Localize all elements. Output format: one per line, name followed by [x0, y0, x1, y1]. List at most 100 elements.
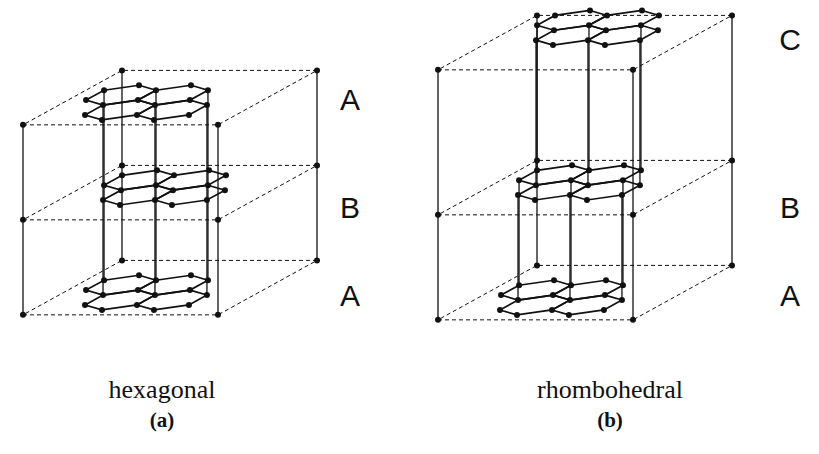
carbon-atom: [20, 217, 26, 223]
carbon-atom: [153, 277, 159, 283]
carbon-atom: [567, 192, 573, 198]
layer-letter: B: [780, 193, 800, 223]
carbon-atom: [498, 292, 504, 298]
carbon-atom: [152, 197, 158, 203]
carbon-atom: [656, 12, 662, 18]
carbon-atom: [222, 187, 228, 193]
carbon-atom: [586, 22, 592, 28]
carbon-atom: [136, 82, 142, 88]
carbon-atom: [119, 67, 125, 73]
carbon-atom: [585, 37, 591, 43]
layer-plane: [438, 265, 732, 319]
carbon-atom: [82, 112, 88, 118]
carbon-atom: [215, 217, 221, 223]
carbon-atom: [619, 297, 625, 303]
carbon-atom: [630, 212, 636, 218]
carbon-atom: [516, 282, 522, 288]
carbon-atom: [638, 167, 644, 173]
carbon-atom: [602, 42, 608, 48]
carbon-atom: [169, 202, 175, 208]
carbon-atom: [119, 172, 125, 178]
frame-edge: [316, 165, 317, 260]
carbon-atom: [534, 157, 540, 163]
layer-plane: [23, 70, 317, 124]
frame-edge: [437, 70, 438, 215]
carbon-atom: [551, 277, 557, 283]
carbon-atom: [188, 272, 194, 278]
carbon-atom: [602, 292, 608, 298]
carbon-atom: [314, 67, 320, 73]
layer-plane: [438, 15, 732, 69]
carbon-atom: [566, 312, 572, 318]
frame-edge: [437, 215, 438, 320]
carbon-atom: [100, 102, 106, 108]
carbon-atom: [170, 187, 176, 193]
carbon-atom: [603, 277, 609, 283]
carbon-atom: [152, 102, 158, 108]
carbon-atom: [549, 307, 555, 313]
rhombohedral-stack: [435, 7, 735, 322]
carbon-atom: [215, 312, 221, 318]
carbon-atom: [621, 162, 627, 168]
carbon-atom: [82, 302, 88, 308]
carbon-atom: [567, 297, 573, 303]
carbon-atom: [551, 27, 557, 33]
carbon-atom: [604, 12, 610, 18]
carbon-atom: [584, 197, 590, 203]
carbon-atom: [205, 87, 211, 93]
carbon-atom: [119, 162, 125, 168]
carbon-atom: [534, 12, 540, 18]
carbon-atom: [100, 197, 106, 203]
carbon-atom: [117, 202, 123, 208]
hexagon-ring: [86, 275, 156, 295]
carbon-atom: [435, 317, 441, 323]
carbon-atom: [99, 307, 105, 313]
layer-plane: [23, 260, 317, 314]
carbon-atom: [205, 182, 211, 188]
hexagon-ring: [501, 280, 571, 300]
carbon-atom: [314, 162, 320, 168]
carbon-atom: [619, 192, 625, 198]
carbon-atom: [638, 22, 644, 28]
carbon-atom: [186, 112, 192, 118]
hexagon-ring: [86, 85, 156, 105]
hexagon-ring: [519, 165, 589, 185]
carbon-atom: [435, 67, 441, 73]
carbon-atom: [620, 177, 626, 183]
carbon-atom: [187, 287, 193, 293]
carbon-atom: [205, 277, 211, 283]
carbon-atom: [204, 197, 210, 203]
carbon-atom: [99, 117, 105, 123]
interlayer-bond: [536, 25, 537, 170]
carbon-atom: [729, 12, 735, 18]
carbon-atom: [135, 287, 141, 293]
carbon-atom: [497, 307, 503, 313]
carbon-atom: [188, 82, 194, 88]
carbon-atom: [20, 312, 26, 318]
carbon-atom: [153, 87, 159, 93]
carbon-atom: [136, 272, 142, 278]
carbon-atom: [603, 27, 609, 33]
carbon-atom: [118, 187, 124, 193]
carbon-atom: [587, 7, 593, 13]
stacking-name: rhombohedral: [537, 377, 683, 403]
carbon-atom: [533, 37, 539, 43]
carbon-atom: [515, 297, 521, 303]
stacking-name: hexagonal: [109, 377, 216, 403]
hexagon-ring: [537, 10, 607, 30]
frame-edge: [22, 220, 23, 315]
carbon-atom: [314, 257, 320, 263]
carbon-atom: [100, 292, 106, 298]
carbon-atom: [550, 292, 556, 298]
carbon-atom: [620, 282, 626, 288]
carbon-atom: [206, 167, 212, 173]
carbon-atom: [534, 167, 540, 173]
carbon-atom: [601, 307, 607, 313]
carbon-atom: [630, 317, 636, 323]
carbon-atom: [135, 97, 141, 103]
carbon-atom: [637, 37, 643, 43]
hexagon-ring: [104, 170, 174, 190]
carbon-atom: [569, 162, 575, 168]
layer-letter: A: [340, 85, 360, 115]
